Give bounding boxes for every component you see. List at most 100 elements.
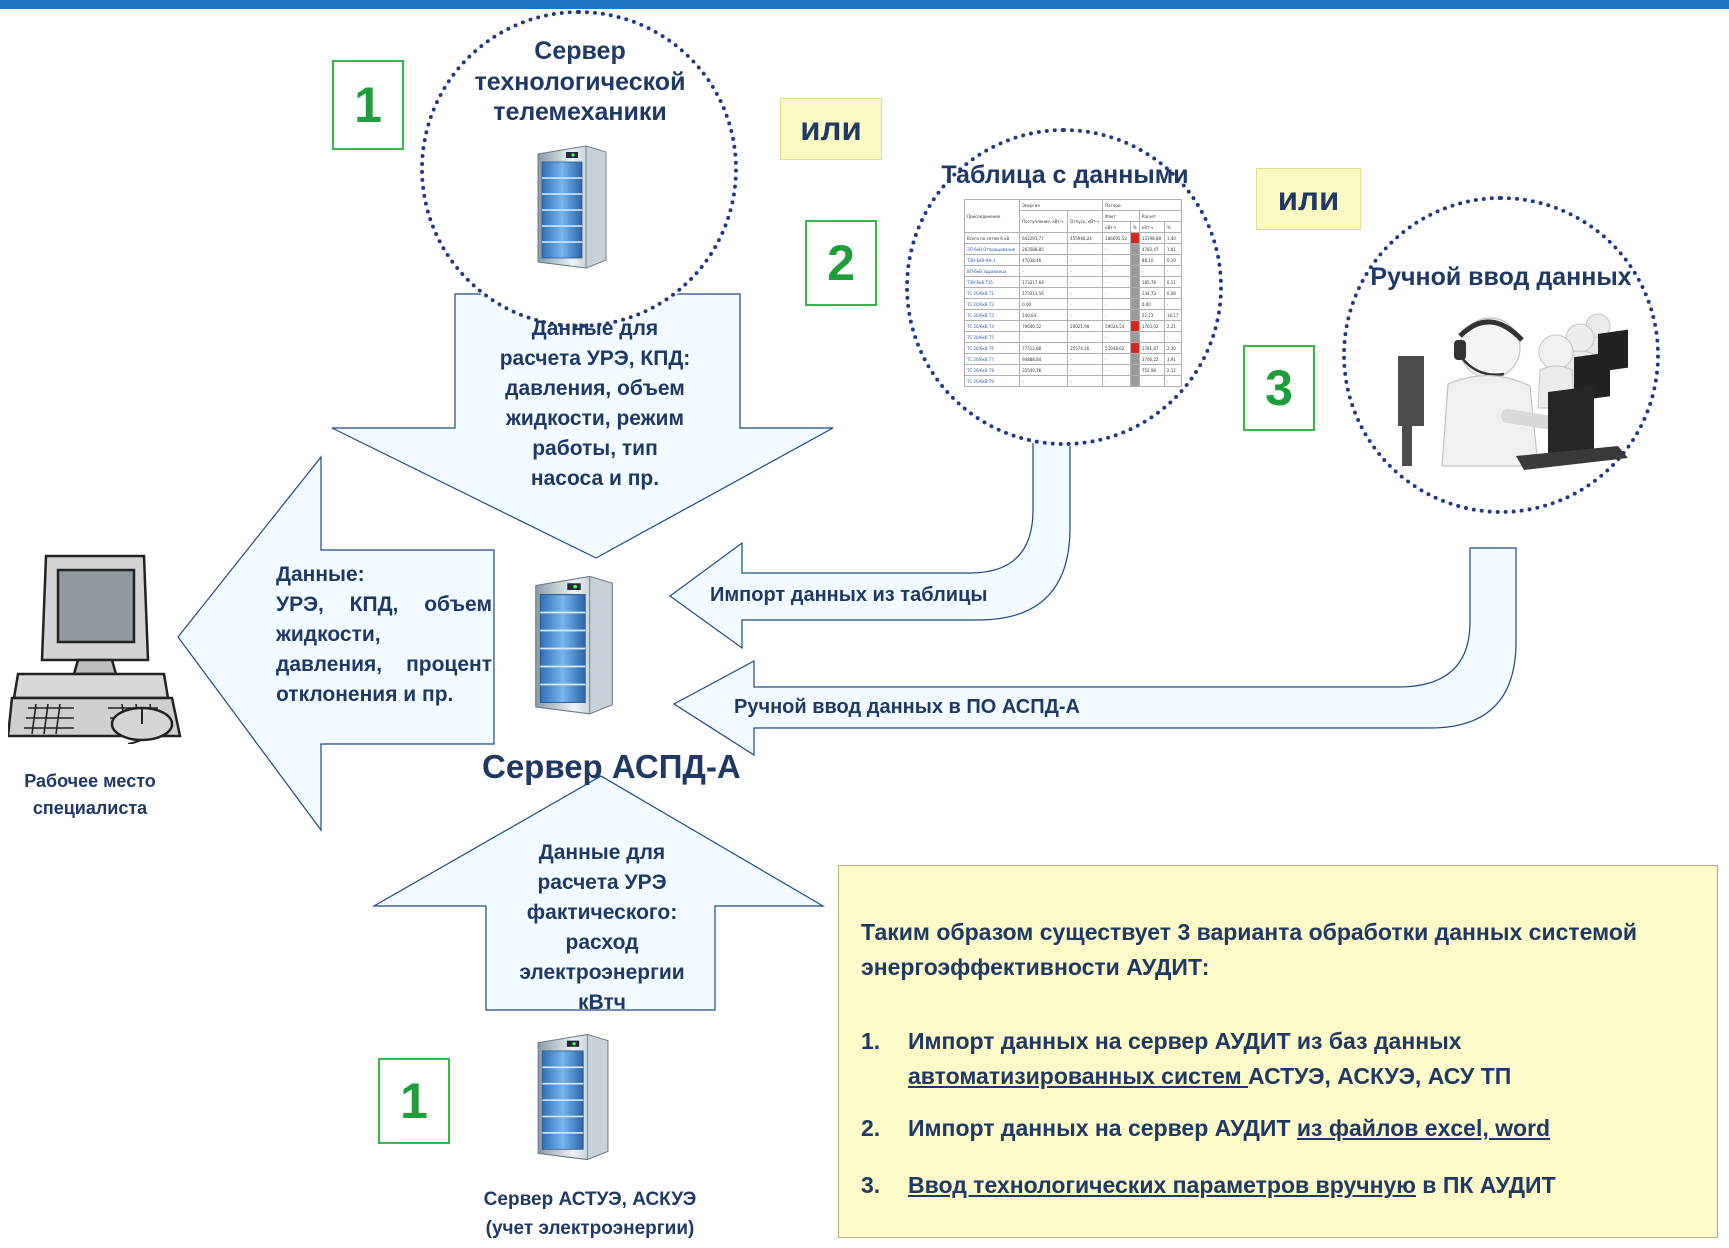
mini-table-cell: ТС 20/6кВ Т2 — [964, 298, 1021, 310]
mini-header-cell: кВт·ч — [1138, 221, 1165, 233]
top-accent-bar — [0, 0, 1729, 9]
data-table-title: Таблица с данными — [941, 161, 1189, 189]
option-number-1-top: 1 — [332, 60, 404, 150]
mini-header-cell: Отпуск, кВт·ч — [1067, 210, 1104, 233]
mini-table-cell: - — [1163, 265, 1182, 277]
mini-table-cell: 1,81 — [1163, 243, 1182, 255]
arrow-top-text: Данные для расчета УРЭ, КПД: давления, о… — [499, 317, 691, 491]
mini-table-cell: 1781,87 — [1138, 342, 1165, 354]
operator-figures — [1398, 313, 1628, 470]
mini-table-cell: 35540,76 — [1019, 364, 1069, 376]
mini-table-cell: - — [1102, 353, 1131, 365]
mini-table-cell: - — [1138, 265, 1165, 277]
mini-table-cell — [1129, 331, 1140, 343]
option-number-2: 2 — [805, 220, 877, 306]
mini-table-cell: - — [1067, 276, 1104, 288]
mini-header-cell: Присоединение — [964, 199, 1021, 233]
mini-table-cell: - — [1138, 375, 1165, 387]
manual-input-title: Ручной ввод данных — [1370, 263, 1632, 291]
manual-input-to-server-label: Ручной ввод данных в ПО АСПД-А — [734, 696, 1080, 718]
mini-table-cell: 16,17 — [1163, 309, 1182, 321]
mini-data-table: Присоединение Энергия Потери Поступление… — [964, 199, 1182, 387]
mini-table-cell: ТС 20/6кВ Т4 — [964, 320, 1021, 332]
mini-table-cell: - — [1102, 276, 1131, 288]
mini-table-cell — [1129, 232, 1140, 244]
mini-table-cell: - — [1067, 243, 1104, 255]
mini-table-cell: 642291,77 — [1019, 232, 1069, 244]
mini-table-cell: 47038,46 — [1019, 254, 1069, 266]
summary-item-number: 3. — [861, 1172, 881, 1198]
arrow-left-body: УРЭ, КПД, объем жидкости, давления, проц… — [276, 593, 492, 707]
summary-box: Таким образом существует 3 варианта обра… — [838, 865, 1718, 1238]
mini-table-cell: - — [1102, 287, 1131, 299]
metering-server-icon — [537, 1033, 609, 1161]
mini-table-cell: 185,78 — [1138, 276, 1165, 288]
mini-table-cell: - — [1067, 254, 1104, 266]
arrow-left-text: Данные: УРЭ, КПД, объем жидкости, давлен… — [276, 560, 492, 710]
summary-item-pre: Импорт данных на сервер АУДИТ из баз дан… — [908, 1028, 1462, 1054]
workstation-computer-icon — [8, 554, 182, 744]
arrow-import-from-table — [668, 437, 1071, 650]
mini-table-cell: ТС 20/6кВ Т3 — [964, 309, 1021, 321]
mini-table-cell — [1129, 287, 1140, 299]
mini-table-cell: - — [1163, 331, 1182, 343]
mini-table-cell: - — [1019, 331, 1069, 343]
mini-table-cell: 25574,26 — [1067, 342, 1104, 354]
mini-table-cell: 4783,47 — [1138, 243, 1165, 255]
central-server-icon — [535, 575, 613, 715]
mini-table-cell — [1129, 254, 1140, 266]
mini-table-cell: 0,19 — [1163, 254, 1182, 266]
mini-table-cell: 1,40 — [1163, 232, 1182, 244]
mini-table-row: ВЛ-6кВ Здравница----- — [964, 265, 1182, 277]
mini-table-cell: 3,91 — [1163, 353, 1182, 365]
mini-table-cell: 3706,22 — [1138, 353, 1165, 365]
mini-table-cell: - — [1067, 375, 1104, 387]
arrow-left-title: Данные: — [276, 563, 365, 586]
mini-table-cell: ТС 20/6кВ Т6 — [964, 342, 1021, 354]
mini-table-cell: - — [1067, 364, 1104, 376]
mini-table-cell: - — [1067, 287, 1104, 299]
summary-item-underlined: из файлов excel, word — [1296, 1115, 1551, 1141]
arrow-left-to-workstation — [177, 455, 495, 832]
mini-table-cell: - — [1102, 364, 1131, 376]
metering-server-label: Сервер АСТУЭ, АСКУЭ (учет электроэнергии… — [483, 1189, 697, 1239]
mini-table-cell: ТС 20/6кВ Т1 — [964, 287, 1021, 299]
mini-table-cell: - — [1019, 375, 1069, 387]
mini-table-cell: - — [1102, 375, 1131, 387]
mini-table-row: ТС 20/6кВ Т9----- — [964, 375, 1182, 387]
summary-item-post: в ПК АУДИТ — [1415, 1172, 1556, 1198]
workstation-label: Рабочее место специалиста — [24, 771, 156, 818]
operators-icon — [1398, 313, 1628, 470]
mini-table-cell: - — [1067, 331, 1104, 343]
mini-table-cell: 2,12 — [1163, 364, 1182, 376]
mini-table-cell — [1129, 375, 1140, 387]
mini-table-cell — [1129, 364, 1140, 376]
mini-table-cell: ЭП-6кВ Отпращивание — [964, 243, 1021, 255]
mini-table-cell: 0,08 — [1163, 287, 1182, 299]
mini-table-cell: 22,73 — [1138, 309, 1165, 321]
central-server-label: Сервер АСПД-А — [482, 748, 741, 785]
mini-table-cell: - — [1019, 265, 1069, 277]
mini-table-cell — [1129, 298, 1140, 310]
summary-item-text: Ввод технологических параметров вручную … — [908, 1168, 1556, 1203]
summary-item-underlined: автоматизированных систем — [908, 1062, 1249, 1089]
mini-table-cell: - — [1102, 243, 1131, 255]
mini-table-cell: 0,00 — [1138, 298, 1165, 310]
mini-table-cell: ТС 20/6кВ Т5 — [964, 331, 1021, 343]
mini-table-cell: 1763,02 — [1138, 320, 1165, 332]
mini-table-cell: ТС 20/6кВ Т8 — [964, 364, 1021, 376]
mini-table-cell: 173313,56 — [1019, 287, 1069, 299]
option-number-1-bottom: 1 — [378, 1058, 450, 1144]
mini-table-cell: 140,64 — [1019, 309, 1069, 321]
mini-table-cell: - — [1102, 331, 1131, 343]
